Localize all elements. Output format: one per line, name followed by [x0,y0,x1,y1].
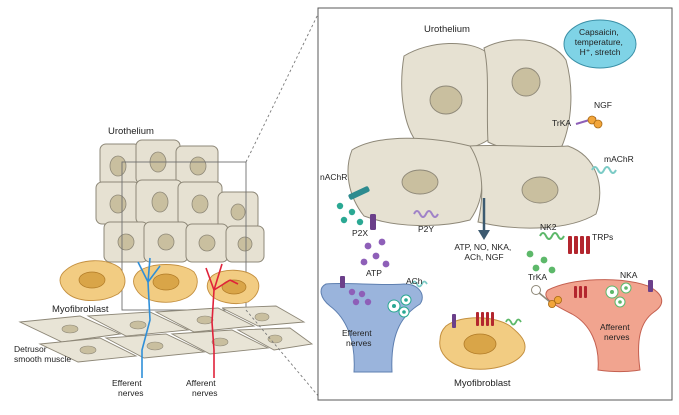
myofibroblast-nuclei [78,271,247,295]
atp-label: ATP [366,268,382,278]
efferent-nerve-left [137,257,161,378]
atp-dots-efferent [348,288,372,306]
nk2-receptor [539,232,565,240]
afferent-trp-channel [574,286,587,298]
zoom-connector-lines [245,9,321,399]
stimuli-label: Capsaicin, temperature, H⁺, stretch [575,27,626,57]
nka-vesicle-contents [610,286,628,304]
trps-label: TRPs [592,232,613,242]
ach-vesicle-contents [392,298,408,314]
green-ligand-dots [526,250,556,274]
p2y-label: P2Y [418,224,434,234]
left-efferent-label: Efferent nerves [112,378,144,398]
nachr-receptor [348,186,370,200]
left-myofibroblast-label: Myofibroblast [52,304,109,315]
efferent-p2x-receptor [340,276,345,288]
myofibroblast-detail-label: Myofibroblast [454,378,511,389]
atp-dots-upper [360,238,390,268]
ach-label: ACh [406,276,423,286]
myofibroblast-receptors [452,312,522,328]
trp-channel [568,236,590,254]
left-urothelium-label: Urothelium [108,126,154,137]
trka-ngf-receptor-top [575,115,603,129]
nk2-label: NK2 [540,222,557,232]
ngf-label: NGF [594,100,612,110]
p2y-receptor [413,210,439,218]
left-overview: Urothelium Myofibroblast Detrusor smooth… [14,126,314,398]
left-detrusor-label: Detrusor smooth muscle [14,344,71,364]
teal-ligand-dots [336,202,364,226]
afferent-terminal-label: Afferent nerves [600,322,632,342]
trka-top-label: TrKA [552,118,571,128]
trka-bottom-label: TrKA [528,272,547,282]
nachr-label: nAChR [320,172,347,182]
ach-vesicles [387,294,412,318]
afferent-p2x-receptor [648,280,653,292]
machr-top-label: mAChR [604,154,634,164]
urothelial-nuclei-detail [401,67,559,204]
efferent-terminal-label: Efferent nerves [342,328,374,348]
release-arrow [478,198,490,240]
myofibroblast-detail-nucleus [463,333,497,355]
detrusor-nuclei [61,312,283,355]
release-mediators-label: ATP, NO, NKA, ACh, NGF [454,242,513,262]
left-afferent-label: Afferent nerves [186,378,218,398]
p2x-label: P2X [352,228,368,238]
afferent-nerve-left [205,263,239,378]
detail-panel: Capsaicin, temperature, H⁺, stretch [320,19,663,389]
nka-label: NKA [620,270,638,280]
efferent-machr-receptor [411,280,428,288]
stimuli-bubble [563,19,637,69]
machr-receptor-top [591,166,617,174]
afferent-nerve-terminal [545,279,663,372]
right-urothelium-label: Urothelium [424,24,470,35]
trka-receptor-bottom [531,285,563,308]
p2x-receptor [370,214,376,230]
